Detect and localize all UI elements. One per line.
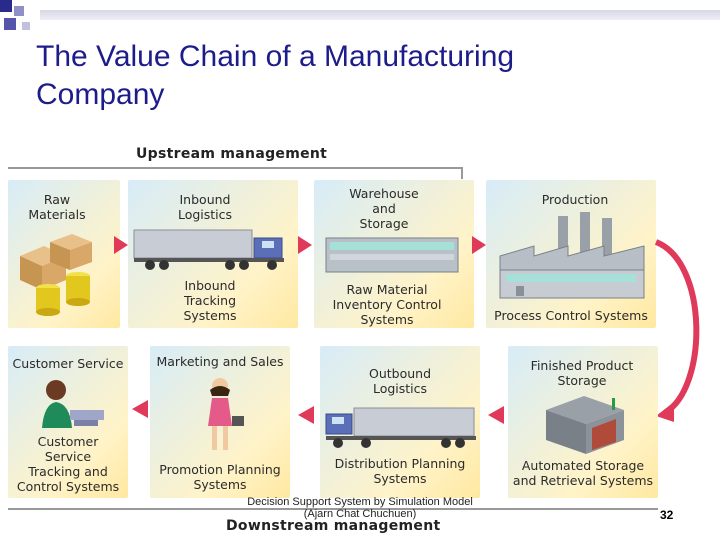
production-label: Production [541,192,609,207]
factory-icon [499,212,645,299]
curved-arrow-icon [654,239,700,422]
distribution-planning-label: Distribution Planning Systems [334,456,466,486]
header-bar [40,10,720,20]
downstream-label: Downstream management [226,518,441,534]
marketing-sales-label: Marketing and Sales [156,354,284,369]
upstream-label: Upstream management [136,146,328,162]
warehouse-icon [325,237,459,273]
finished-storage-label: Finished Product Storage [530,358,634,388]
customer-service-systems-label: Customer Service Tracking and Control Sy… [16,434,120,494]
boxes-barrels-icon [20,234,92,316]
arrow-right-icon [298,236,312,254]
warehouse-label: Warehouse and Storage [349,186,419,231]
customer-service-label: Customer Service [12,356,124,371]
page-number: 32 [660,508,674,522]
truck-icon [325,407,476,448]
raw-materials-label: Raw Materials [28,192,86,222]
arrow-left-icon [488,406,504,424]
salesperson-icon [208,378,244,450]
corner-square-mid [4,18,16,30]
storage-building-icon [546,396,624,454]
upstream-line [8,167,463,169]
raw-material-inventory-label: Raw Material Inventory Control Systems [332,282,442,327]
outbound-logistics-label: Outbound Logistics [368,366,432,396]
automated-storage-label: Automated Storage and Retrieval Systems [512,458,654,488]
process-control-label: Process Control Systems [494,308,648,323]
slide-title: The Value Chain of a Manufacturing Compa… [36,40,515,111]
inbound-tracking-label: Inbound Tracking Systems [183,278,237,323]
footer-text: Decision Support System by Simulation Mo… [247,496,473,520]
arrow-right-icon [472,236,486,254]
upstream-line-tick [461,167,463,179]
customer-agent-icon [42,380,104,428]
arrow-right-icon [114,236,128,254]
corner-square-light [14,6,24,16]
downstream-line [8,508,658,510]
arrow-left-icon [132,400,148,418]
inbound-logistics-label: Inbound Logistics [177,192,233,222]
corner-square-dark [0,0,12,12]
corner-square-small [22,22,30,30]
arrow-left-icon [298,406,314,424]
truck-icon [133,229,284,270]
promotion-planning-label: Promotion Planning Systems [159,462,281,492]
